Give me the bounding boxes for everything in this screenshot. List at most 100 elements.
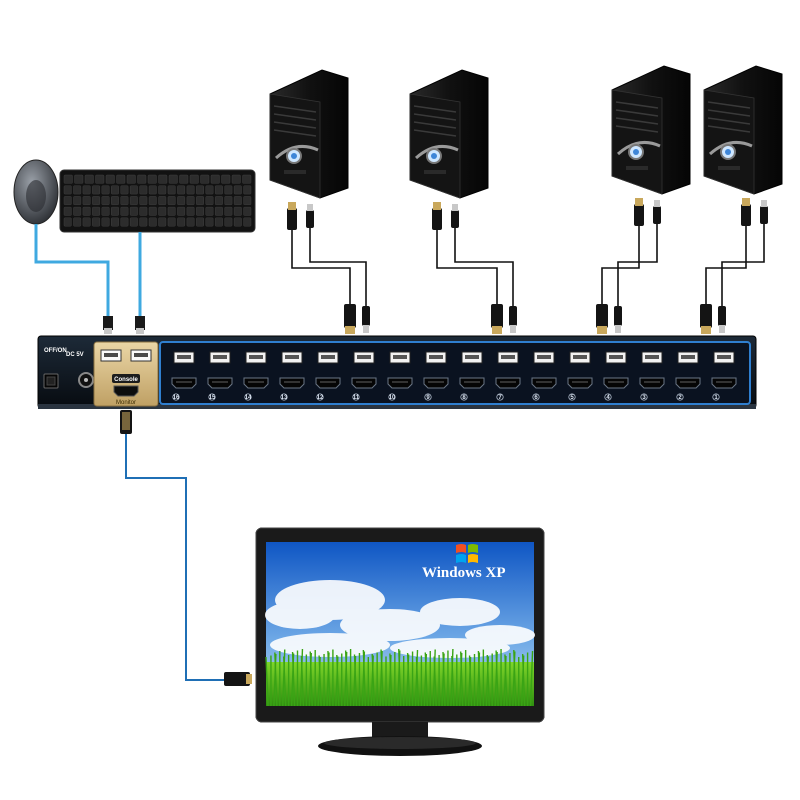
port-number: 13 [281, 395, 288, 401]
port-number: 9 [426, 395, 430, 401]
pc-port-column: 11 [351, 351, 377, 401]
pc-port-column: 6 [531, 351, 557, 401]
keyboard-key [214, 217, 223, 227]
keyboard-key [233, 217, 242, 227]
computer-cables [287, 198, 768, 334]
keyboard-key [242, 174, 252, 184]
pc-port-column: 3 [639, 351, 665, 401]
screen-os-title: Windows XP [422, 565, 506, 581]
port-number: 7 [498, 395, 502, 401]
keyboard-key [101, 196, 110, 205]
keyboard-key [214, 206, 223, 216]
console-badge [112, 374, 140, 383]
keyboard-key [92, 206, 100, 216]
keyboard-key [129, 196, 138, 205]
keyboard-key [82, 196, 91, 205]
keyboard-key [105, 174, 115, 184]
lcd-monitor: Windows XP [255, 527, 545, 756]
port-number: 10 [389, 395, 396, 401]
keyboard-key [167, 206, 176, 216]
keyboard-key [196, 217, 204, 227]
keyboard-key [186, 217, 195, 227]
keyboard-key [196, 206, 204, 216]
keyboard-key [148, 217, 157, 227]
computer-cable-pair [287, 202, 370, 334]
keyboard-key [92, 185, 100, 195]
mouse-scroll-highlight [26, 180, 46, 212]
keyboard-key [120, 185, 129, 195]
keyboard-key [231, 174, 241, 184]
keyboard-key [189, 174, 199, 184]
pc-port-column: 16 [171, 351, 197, 401]
keyboard-key [92, 196, 100, 205]
keyboard-key [243, 196, 252, 205]
keyboard-key [126, 174, 136, 184]
windows-logo-icon [456, 544, 478, 563]
keyboard-key [139, 185, 148, 195]
pc-port-column: 15 [207, 351, 233, 401]
keyboard-key [101, 206, 110, 216]
mouse-usb-plug [103, 316, 113, 330]
computer-tower-icon [409, 69, 489, 199]
keyboard-key [233, 185, 242, 195]
power-label: OFF/ON [44, 348, 67, 354]
keyboard-key [82, 185, 91, 195]
keyboard-key [73, 196, 82, 205]
keyboard-key [243, 185, 252, 195]
keyboard-key [111, 185, 119, 195]
pc-port-column: 9 [423, 351, 449, 401]
keyboard-key [74, 174, 84, 184]
keyboard-key [243, 217, 252, 227]
computers-group [269, 65, 783, 199]
console-hdmi-port[interactable] [113, 385, 139, 397]
keyboard-key [210, 174, 220, 184]
monitor-label: Monitor [116, 400, 136, 406]
keyboard-key [148, 206, 157, 216]
keyboard-key [111, 217, 119, 227]
keyboard-key [73, 185, 82, 195]
keyboard-key [196, 185, 204, 195]
port-number: 5 [570, 395, 574, 401]
keyboard-key [167, 196, 176, 205]
keyboard-key [158, 206, 167, 216]
computer-cable-pair [432, 202, 517, 334]
keyboard-key [101, 185, 110, 195]
pc-port-column: 10 [387, 351, 413, 401]
keyboard-key [214, 196, 223, 205]
monitor-cable [120, 410, 252, 686]
computer-cable-pair [596, 198, 661, 334]
keyboard-key [111, 196, 119, 205]
port-number: 16 [173, 395, 180, 401]
keyboard-key [243, 206, 252, 216]
keyboard-key [120, 217, 129, 227]
dc-label: DC 5V [66, 352, 84, 358]
keyboard-key [224, 217, 233, 227]
keyboard-key [205, 217, 214, 227]
console-usb-cables [34, 224, 142, 318]
keyboard-key [139, 196, 148, 205]
keyboard-key [167, 217, 176, 227]
keyboard-key [137, 174, 147, 184]
keyboard-key [205, 196, 214, 205]
keyboard-key [120, 206, 129, 216]
keyboard-usb-plug [135, 316, 145, 330]
keyboard-key [205, 185, 214, 195]
keyboard-key [101, 217, 110, 227]
console-label: Console [114, 377, 138, 383]
console-usb-plugs [103, 316, 145, 334]
port-number: 14 [245, 395, 252, 401]
grass-blades [265, 648, 534, 707]
keyboard-key [158, 196, 167, 205]
keyboard-key [158, 185, 167, 195]
keyboard-key [84, 174, 94, 184]
keyboard-key [129, 217, 138, 227]
keyboard-key [205, 206, 214, 216]
pc-port-column: 13 [279, 351, 305, 401]
keyboard-key [63, 174, 73, 184]
keyboard-key [139, 206, 148, 216]
monitor-hdmi-plug [224, 672, 250, 686]
keyboard-key [129, 185, 138, 195]
keyboard-key [196, 196, 204, 205]
keyboard-key [186, 206, 195, 216]
